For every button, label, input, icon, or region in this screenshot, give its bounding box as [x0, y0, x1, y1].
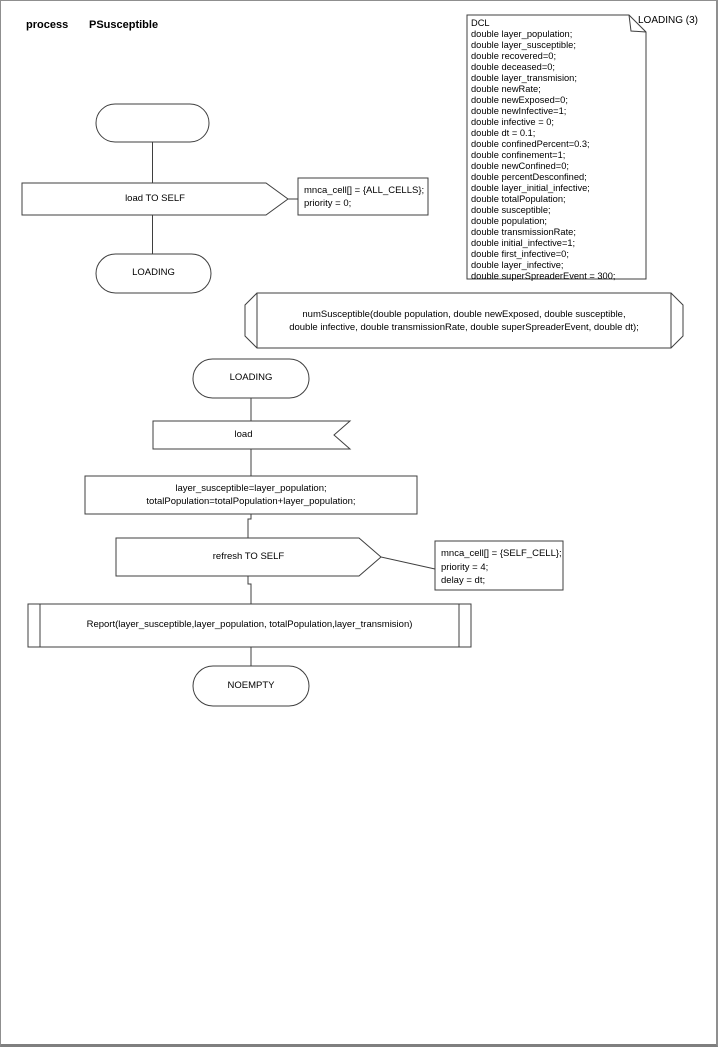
task-shape[interactable]	[84, 475, 418, 515]
dcl-note-shape[interactable]	[466, 14, 647, 280]
procedure-decl-text: numSusceptible(double population, double…	[289, 308, 639, 333]
dcl-note-fold	[628, 14, 647, 33]
comment-allcells-shape[interactable]	[297, 177, 429, 216]
task-text: layer_susceptible=layer_population; tota…	[146, 483, 356, 507]
process-name-label: PSusceptible	[89, 19, 159, 31]
state-loading1-shape[interactable]	[95, 253, 212, 294]
procedure-call-label: Report(layer_susceptible,layer_populatio…	[86, 619, 413, 631]
process-keyword-label: process	[26, 19, 69, 31]
end-state-label: NOEMPTY	[227, 679, 275, 691]
procedure-call-shape[interactable]	[27, 603, 472, 648]
connector-refresh-to-report	[247, 576, 252, 604]
state-loading2-label: LOADING	[229, 372, 273, 384]
output-refresh-shape[interactable]	[115, 537, 382, 577]
comment-selfcell-text: mnca_cell[] = {SELF_CELL}; priority = 4;…	[441, 548, 562, 586]
input-load-label: load	[234, 428, 253, 440]
dcl-declarations-text: DCL double layer_population; double laye…	[471, 18, 616, 281]
output-load-shape[interactable]	[21, 182, 289, 216]
page-corner-label: LOADING (3)	[638, 15, 699, 26]
output-refresh-label: refresh TO SELF	[212, 550, 285, 562]
comment-allcells-text: mnca_cell[] = {ALL_CELLS}; priority = 0;	[304, 185, 425, 209]
end-state-shape[interactable]	[192, 665, 310, 707]
output-load-label: load TO SELF	[125, 192, 185, 204]
state-loading2-shape[interactable]	[192, 358, 310, 399]
connector-refresh-to-comment	[380, 556, 436, 570]
comment-selfcell-shape[interactable]	[434, 540, 564, 591]
connector-task-to-refresh	[247, 514, 252, 538]
start-state-shape[interactable]	[95, 103, 210, 143]
state-loading1-label: LOADING	[132, 267, 175, 279]
input-load-shape[interactable]	[152, 420, 352, 450]
